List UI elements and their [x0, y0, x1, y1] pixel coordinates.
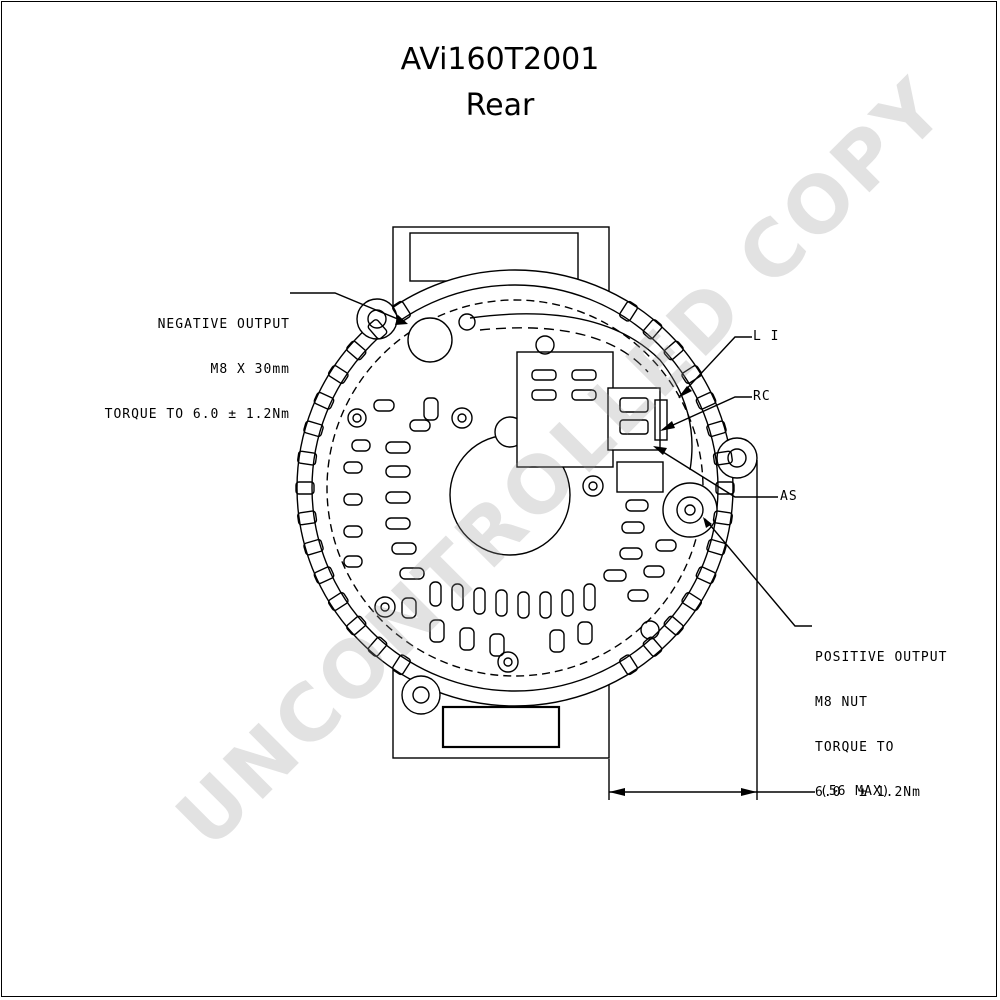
housing-tooth [712, 510, 733, 526]
cable-guide-arc [469, 313, 693, 471]
negative-output-torque: TORQUE TO 6.0 ± 1.2Nm [104, 407, 290, 422]
housing-tooth [663, 340, 684, 361]
housing-tooth [619, 300, 638, 322]
housing-tooth [706, 420, 727, 438]
positive-output-torque-value: 6.0 ± 1.2Nm [815, 785, 921, 800]
rc-label: RC [753, 389, 771, 404]
housing-tooth [313, 566, 335, 585]
negative-arrow [395, 315, 408, 325]
li-label: L I [753, 329, 780, 344]
housing-tooth [392, 300, 411, 322]
housing-tooth [327, 365, 349, 384]
housing-tooth [695, 391, 717, 410]
negative-output-bolt: M8 X 30mm [210, 362, 290, 377]
housing-tooth [619, 654, 638, 676]
positive-output-callout: POSITIVE OUTPUT M8 NUT TORQUE TO 6.0 ± 1… [815, 620, 947, 815]
positive-output-leader [704, 518, 812, 627]
housing-tooth [642, 319, 663, 340]
housing-tooth [642, 636, 663, 657]
li-arrow [678, 386, 692, 398]
positive-output-label: POSITIVE OUTPUT [815, 650, 948, 665]
regulator-screw [535, 335, 555, 355]
rectifier-teeth [295, 300, 735, 676]
as-label: AS [780, 489, 798, 504]
housing-tooth [327, 592, 349, 611]
housing-tooth [303, 538, 324, 556]
right-mounting-ear [716, 437, 758, 479]
housing-tooth [297, 510, 318, 526]
top-boss [458, 313, 476, 331]
positive-arrow [703, 517, 712, 528]
part-number-title: AVi160T2001 [400, 42, 600, 77]
housing-outer-ring [296, 269, 734, 707]
positive-output-terminal [662, 482, 718, 538]
housing-tooth [715, 481, 735, 495]
housing-tooth [695, 566, 717, 585]
as-leader [654, 446, 778, 498]
housing-tooth [303, 420, 324, 438]
bottom-left-ear [401, 675, 441, 715]
dimension-label: (56 MAX) [820, 784, 891, 799]
dimension-arrow-left [609, 788, 625, 796]
view-label: Rear [465, 88, 535, 123]
housing-tooth [681, 592, 703, 611]
housing-tooth [367, 636, 388, 657]
housing-tooth [367, 319, 388, 340]
positive-output-nut: M8 NUT [815, 695, 868, 710]
housing-tooth [297, 450, 318, 466]
housing-tooth [346, 615, 367, 636]
negative-output-callout: NEGATIVE OUTPUT M8 X 30mm TORQUE TO 6.0 … [60, 287, 290, 437]
housing-inner-ring [311, 284, 719, 692]
housing-tooth [712, 450, 733, 466]
positive-output-torque-label: TORQUE TO [815, 740, 895, 755]
rc-leader [661, 396, 752, 431]
regulator-plug [654, 399, 668, 441]
negative-terminal [407, 317, 453, 363]
negative-output-leader [290, 292, 406, 323]
housing-tooth [295, 481, 315, 495]
housing-tooth [706, 538, 727, 556]
regulator-foot [616, 461, 664, 493]
negative-output-label: NEGATIVE OUTPUT [157, 317, 290, 332]
housing-tooth [313, 391, 335, 410]
housing-tooth [392, 654, 411, 676]
housing-tooth [346, 340, 367, 361]
bottom-bracket-slot [441, 705, 561, 749]
cable-guide-arc-2 [479, 327, 649, 373]
dimension-arrow-right [741, 788, 757, 796]
li-leader [679, 336, 752, 397]
regulator-screw-lower [582, 475, 604, 497]
as-arrow [653, 446, 667, 455]
housing-tooth [663, 615, 684, 636]
rc-arrow [660, 421, 675, 431]
